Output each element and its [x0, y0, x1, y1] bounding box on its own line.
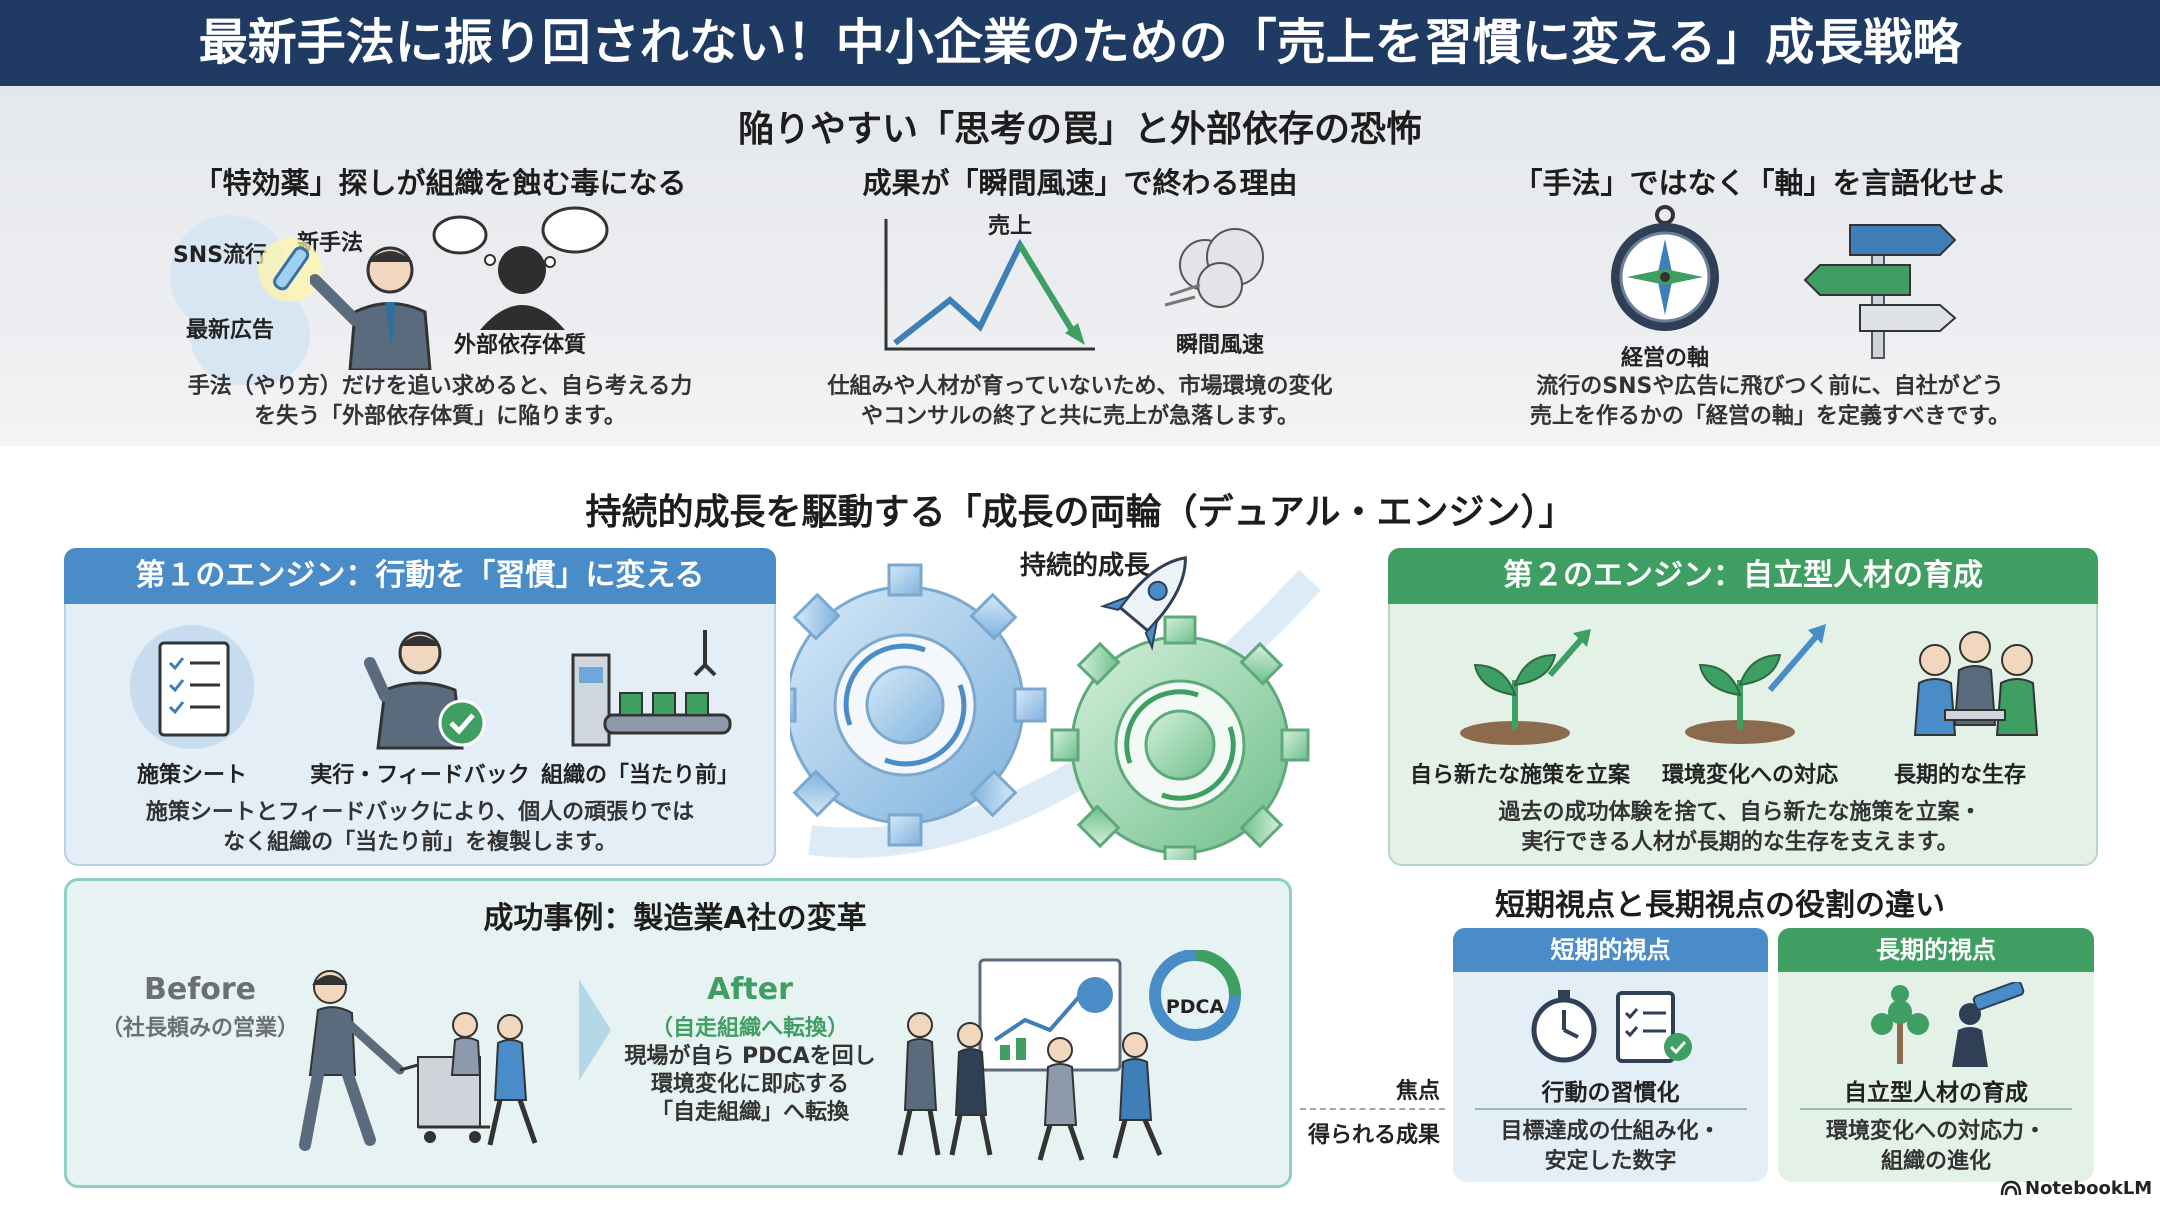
chart-label-sales: 売上 [987, 214, 1032, 239]
after-sub: （自走組織へ転換） [650, 1016, 849, 1041]
case-study-title: 成功事例：製造業A社の変革 [483, 901, 867, 936]
after-text: 現場が自ら PDCAを回し 環境変化に即応する 「自走組織」へ転換 [624, 1044, 876, 1125]
dual-gear-illustration [790, 556, 1321, 860]
col1-text: 手法（やり方）だけを追い求めると、自ら考える力 を失う「外部依存体質」に陥ります… [187, 374, 693, 429]
engine1-item-norm: 組織の「当たり前」 [540, 763, 739, 788]
notebooklm-logo-icon [2000, 1180, 2022, 1196]
engine2-item-plan: 自ら新たな施策を立案 [1409, 763, 1630, 788]
management-axis-label: 経営の軸 [1620, 346, 1709, 371]
engine2-title: 第２のエンジン：自立型人材の育成 [1388, 548, 2098, 604]
engine1-item-feedback: 実行・フィードバック [310, 763, 530, 788]
after-label: After [707, 972, 793, 1007]
stopwatch-checklist-icon [1531, 990, 1692, 1063]
sales-spike-chart [884, 219, 1095, 351]
dependent-person-icon [432, 206, 609, 330]
before-sub: （社長頼みの営業） [100, 1016, 299, 1041]
team-meeting-icon [1913, 631, 2039, 736]
wind-cloud-icon [1164, 228, 1264, 308]
long-term-result: 環境変化への対応力・ 組織の進化 [1825, 1119, 2046, 1174]
page-title: 最新手法に振り回されない！中小企業のための「売上を習慣に変える」成長戦略 [198, 14, 1962, 71]
engine1-item-sheet: 施策シート [136, 763, 247, 788]
dependence-label: 外部依存体質 [453, 333, 586, 358]
engine2-text: 過去の成功体験を捨て、自ら新たな施策を立案・ 実行できる人材が長期的な生存を支え… [1498, 800, 1982, 855]
divider [1475, 1108, 1747, 1110]
row-label-focus: 焦点 [1395, 1079, 1440, 1104]
col1-title: 「特効薬」探しが組織を蝕む毒になる [193, 166, 687, 200]
brand-label: NotebookLM [2025, 1178, 2153, 1199]
long-term-focus: 自立型人材の育成 [1844, 1080, 2028, 1106]
engine1-title: 第１のエンジン：行動を「習慣」に変える [64, 548, 776, 604]
exhausted-president-icon [299, 970, 538, 1151]
feedback-person-icon [364, 631, 486, 750]
row-label-result: 得られる成果 [1307, 1123, 1440, 1148]
sprout-growth-icon [1460, 629, 1591, 745]
tag-sns-trend: SNS流行 [172, 243, 268, 268]
col2-title: 成果が「瞬間風速」で終わる理由 [862, 166, 1298, 200]
self-driven-team-icon [897, 950, 1241, 1161]
engine1-text: 施策シートとフィードバックにより、個人の頑張りでは なく組織の「当たり前」を複製… [145, 800, 695, 855]
pdca-label: PDCA [1165, 996, 1225, 1018]
magic-vial-icon [258, 238, 322, 302]
short-term-focus: 行動の習慣化 [1541, 1080, 1680, 1106]
tag-latest-ad: 最新広告 [185, 318, 274, 343]
divider [1300, 1108, 1445, 1110]
col3-title: 「手法」ではなく「軸」を言語化せよ [1513, 166, 2007, 200]
businessman-icon [310, 246, 432, 370]
short-term-result: 目標達成の仕組み化・ 安定した数字 [1500, 1119, 1721, 1174]
tree-telescope-icon [1871, 982, 2025, 1067]
before-label: Before [143, 972, 257, 1007]
engine2-item-adapt: 環境変化への対応 [1661, 763, 1838, 788]
short-term-header: 短期的視点 [1453, 928, 1768, 972]
divider [1800, 1108, 2072, 1110]
compare-title: 短期視点と長期視点の役割の違い [1495, 888, 1945, 923]
thinking-trap-heading: 陥りやすい「思考の罠」と外部依存の恐怖 [737, 109, 1422, 150]
chevron-right-icon [579, 979, 611, 1081]
dual-engine-heading: 持続的成長を駆動する「成長の両輪（デュアル・エンジン）」 [585, 492, 1575, 533]
compass-icon [1611, 205, 1719, 331]
engine2-item-survive: 長期的な生存 [1893, 763, 2026, 788]
sustainable-growth-label: 持続的成長 [1019, 551, 1150, 581]
signpost-icon [1803, 224, 1957, 359]
instant-wind-label: 瞬間風速 [1175, 333, 1264, 358]
conveyor-factory-icon [571, 630, 732, 747]
col2-text: 仕組みや人材が育っていないため、市場環境の変化 やコンサルの終了と共に売上が急落… [827, 374, 1333, 429]
title-bar [0, 0, 2160, 86]
long-term-header: 長期的視点 [1778, 928, 2094, 972]
thinking-trap-section [0, 86, 2160, 446]
checklist-sheet-icon [130, 625, 254, 749]
sprout-adapt-icon [1685, 624, 1826, 744]
col3-text: 流行のSNSや広告に飛びつく前に、自社がどう 売上を作るかの「経営の軸」を定義す… [1529, 374, 2011, 429]
